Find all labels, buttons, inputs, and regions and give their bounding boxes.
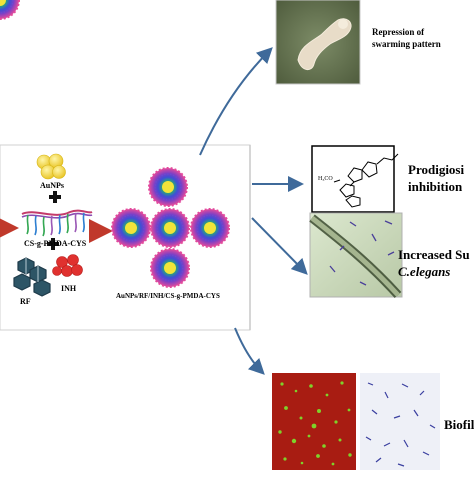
methoxy-label: H₃CO — [318, 176, 333, 182]
rf-label: RF — [20, 297, 31, 306]
rifampicin-icon — [13, 257, 51, 297]
composite-nanoparticles-icon — [0, 0, 20, 20]
prodigiosin-structure — [311, 145, 399, 213]
aunps-label: AuNPs — [40, 181, 65, 190]
survival-label-line2: C.elegans — [398, 264, 451, 279]
plus-icon — [49, 191, 61, 203]
plus-icon — [47, 238, 59, 250]
celegans-micrograph — [309, 212, 403, 299]
outcome-arrows — [199, 47, 308, 375]
gold-nanoparticles-icon — [36, 153, 66, 180]
nanoparticle-top — [148, 167, 188, 207]
nanoparticle-bottom — [150, 248, 190, 288]
arrow-to-survival — [251, 217, 308, 275]
swarming-label-line2: swarming pattern — [372, 39, 441, 49]
prodigiosin-label-line2: inhibition — [408, 179, 463, 194]
polymer-label: CS-g-PMDA-CYS — [24, 239, 87, 248]
swarming-photo — [275, 0, 361, 85]
biofilm-label: Biofilm — [444, 417, 474, 432]
arrow-to-biofilm — [234, 327, 265, 375]
composite-label: AuNPs/RF/INH/CS-g-PMDA-CYS — [116, 292, 220, 300]
swarming-label-line1: Repression of — [372, 27, 425, 37]
inh-label: INH — [61, 284, 77, 293]
nanoparticle-center — [150, 208, 190, 248]
biofilm-stained-image — [360, 373, 440, 470]
arrow-to-swarming — [199, 47, 273, 156]
polymer-brush-icon — [21, 209, 93, 237]
biofilm-fluorescence-image — [272, 373, 356, 470]
nanoparticle-left — [111, 208, 151, 248]
survival-label-line1: Increased Su — [398, 247, 470, 262]
nanoparticle-right — [190, 208, 230, 248]
isoniazid-icon — [52, 254, 83, 277]
prodigiosin-label-line1: Prodigiosi — [408, 162, 465, 177]
